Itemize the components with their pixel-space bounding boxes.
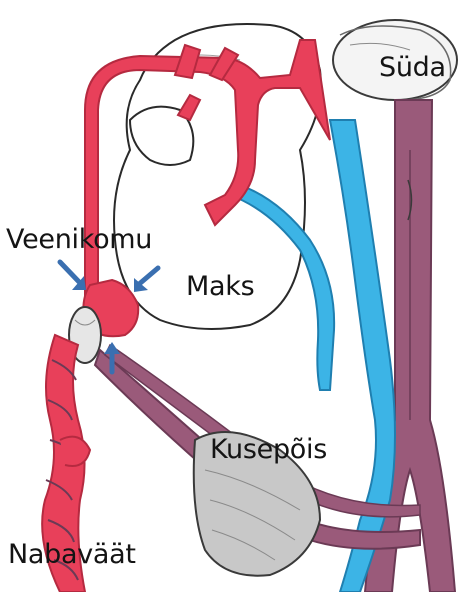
- label-bladder: Kusepõis: [210, 436, 327, 463]
- label-heart: Süda: [379, 54, 446, 81]
- label-liver: Maks: [186, 273, 254, 300]
- label-venous-duct: Veenikomu: [6, 226, 152, 253]
- label-umbilical-cord: Nabaväät: [8, 541, 136, 568]
